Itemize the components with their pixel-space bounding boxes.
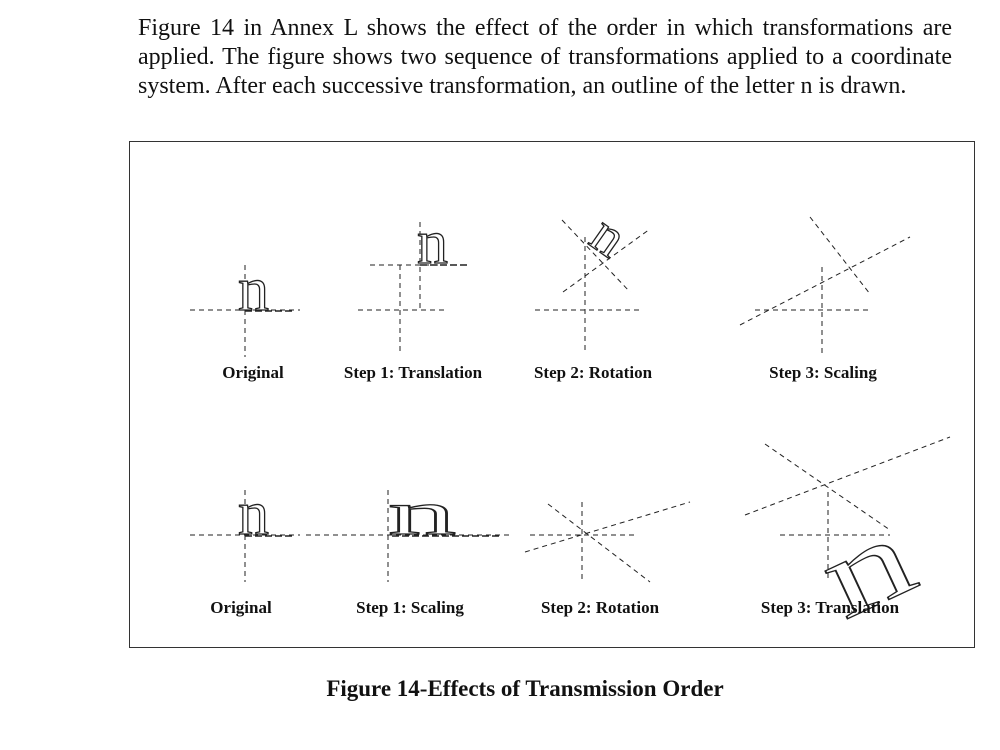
bottom-scaling-diagram: n <box>306 478 510 582</box>
top-scaling-diagram: n <box>739 216 934 644</box>
intro-paragraph: Figure 14 in Annex L shows the effect of… <box>138 15 952 99</box>
figure-drawing: .ax { stroke: #222; stroke-width: 1; str… <box>190 202 951 644</box>
top-label-step2: Step 2: Rotation <box>533 363 653 382</box>
figure-caption: Figure 14-Effects of Transmission Order <box>326 676 724 701</box>
transformation-figure: .ax { stroke: #222; stroke-width: 1; str… <box>129 141 975 648</box>
top-rotation-diagram: n <box>535 202 651 354</box>
bottom-label-original: Original <box>210 598 272 617</box>
bottom-original-diagram: n <box>190 479 300 582</box>
letter-glyph: n <box>801 491 933 643</box>
top-translation-diagram: n <box>358 208 467 352</box>
top-original-diagram: n <box>190 255 300 357</box>
bottom-label-step1: Step 1: Scaling <box>356 598 464 617</box>
letter-glyph: n <box>579 203 637 270</box>
top-label-original: Original <box>222 363 284 382</box>
top-label-step1: Step 1: Translation <box>343 363 483 382</box>
bottom-label-step3: Step 3: Translation <box>760 598 900 617</box>
top-label-step3: Step 3: Scaling <box>769 363 877 382</box>
bottom-label-step2: Step 2: Rotation <box>540 598 660 617</box>
bottom-rotation-diagram: n <box>524 501 691 583</box>
letter-glyph: n <box>238 256 269 324</box>
letter-glyph: n <box>417 209 448 277</box>
letter-glyph: n <box>238 480 269 548</box>
bottom-translation-diagram: n <box>744 436 951 580</box>
letter-glyph: n <box>388 479 456 547</box>
